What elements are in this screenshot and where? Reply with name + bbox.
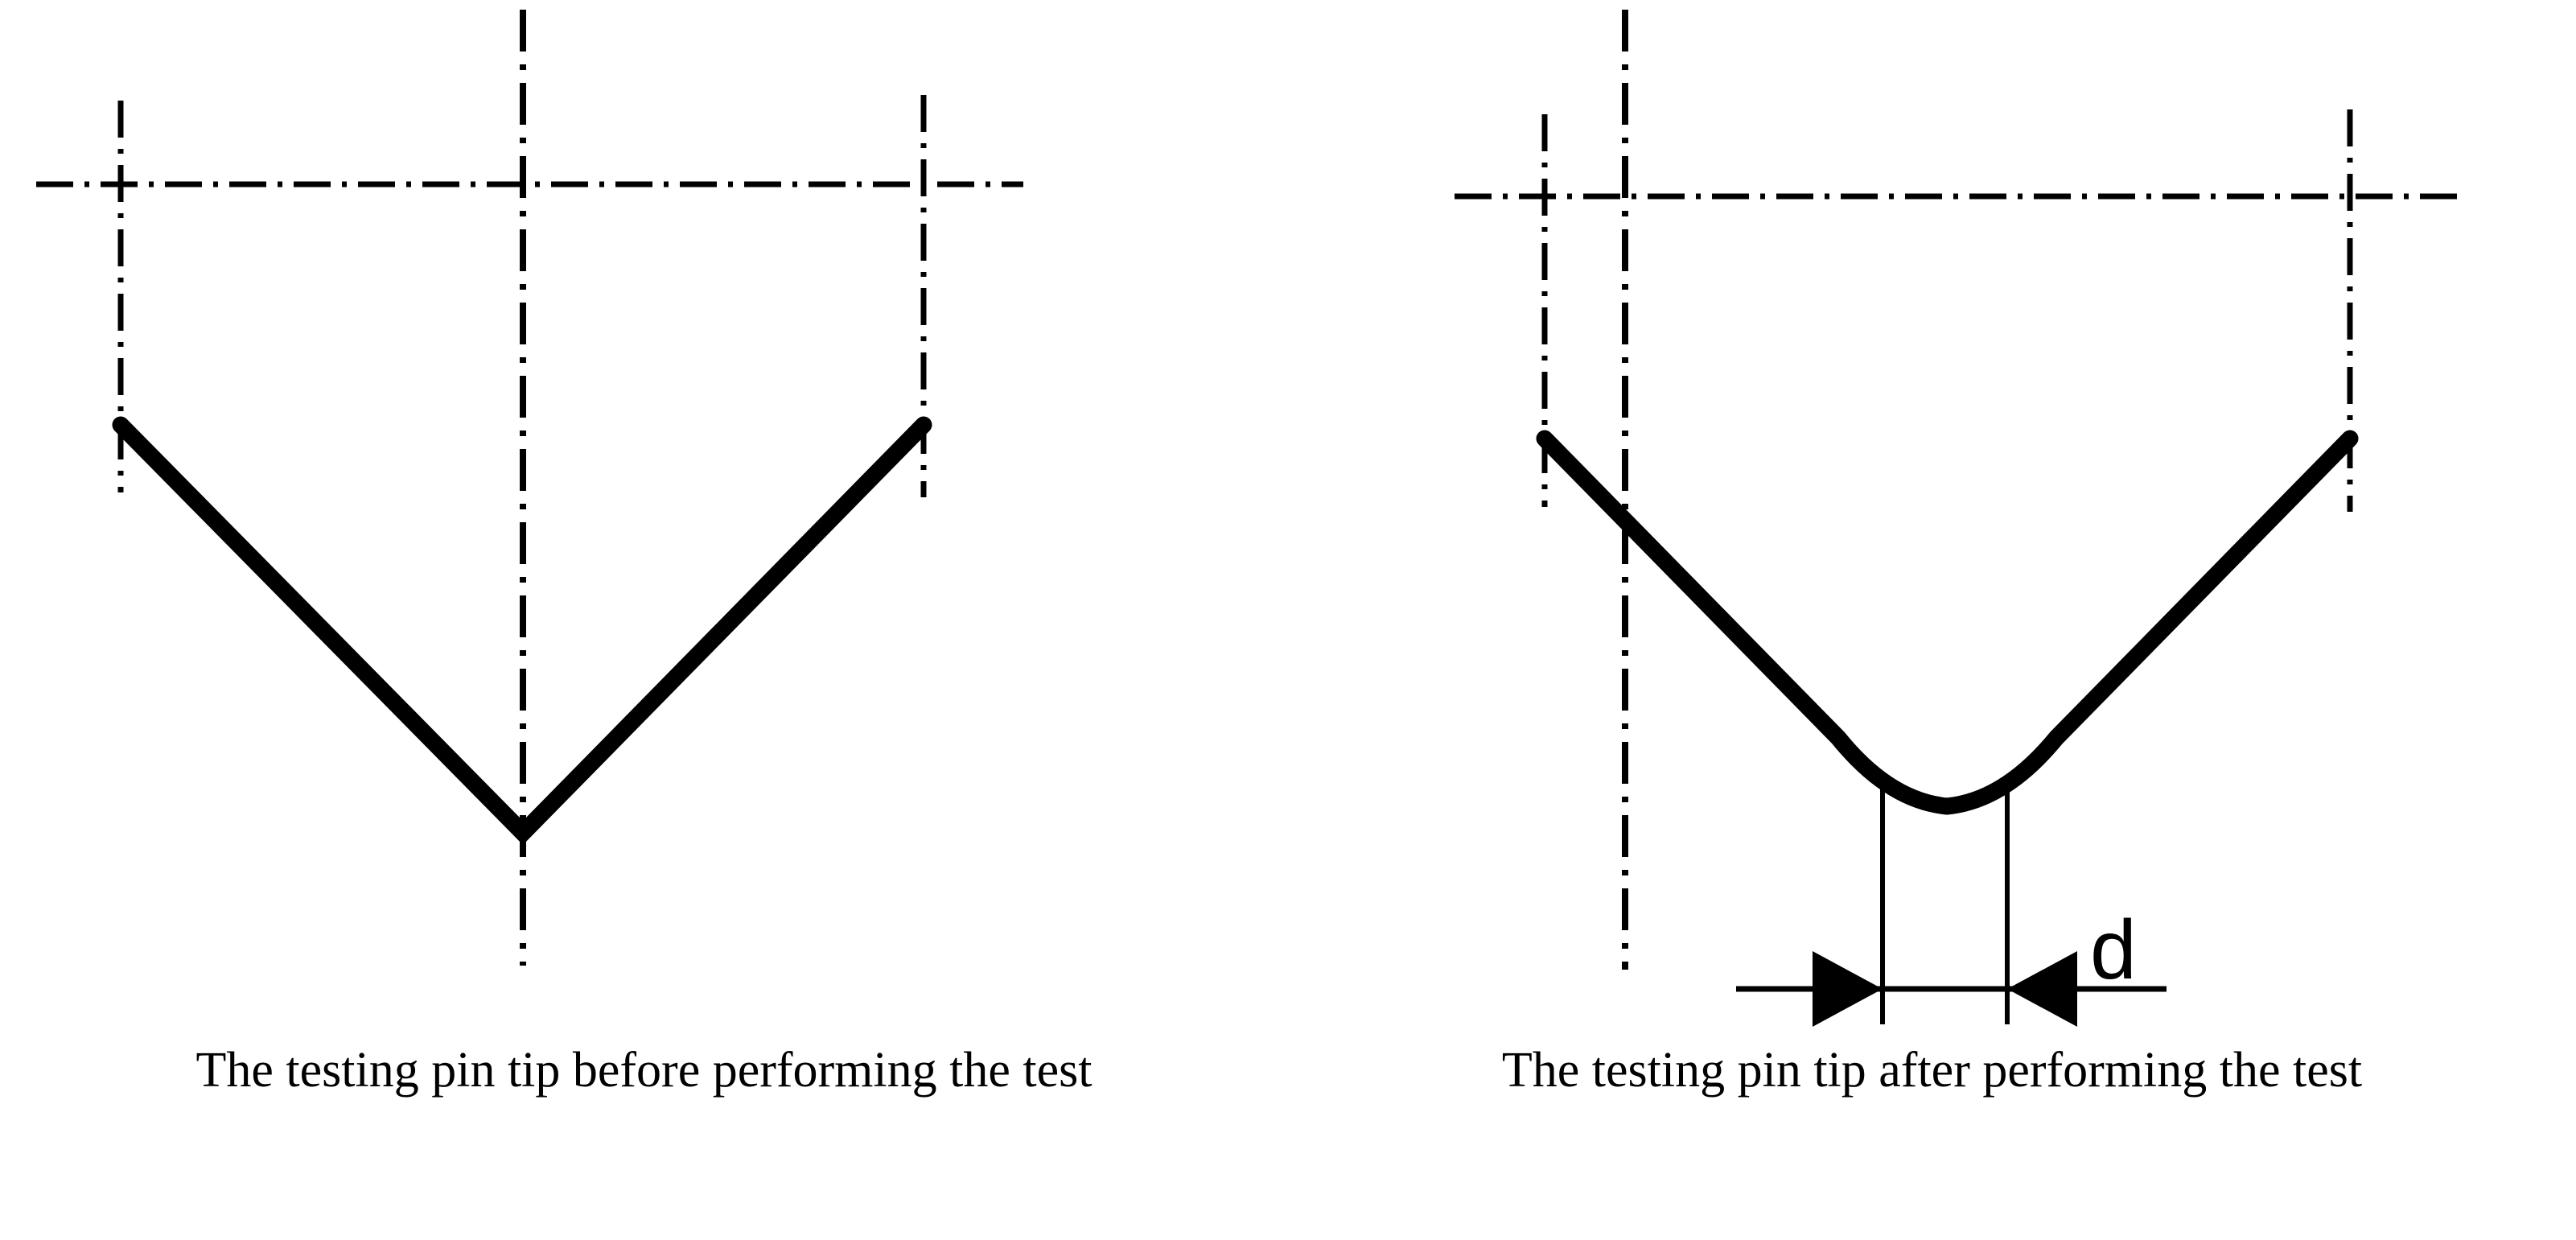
dimension-label-d: d [2090, 904, 2137, 997]
caption-before-test: The testing pin tip before performing th… [195, 1043, 1093, 1098]
pin-tip-after-drawing: d [1455, 10, 2462, 1027]
panel-after-test: d The testing pin tip after performing t… [1288, 0, 2576, 1240]
panel-before-test: The testing pin tip before performing th… [36, 10, 1093, 1098]
dimension-arrow-right-icon [2007, 951, 2077, 1027]
dimension-arrow-left-icon [1813, 951, 1883, 1027]
pin-tip-profile-rounded [1536, 430, 2359, 815]
pin-tip-before-drawing [36, 10, 1023, 966]
caption-after-test: The testing pin tip after performing the… [1501, 1043, 2363, 1098]
pin-tip-profile-sharp [112, 416, 932, 845]
